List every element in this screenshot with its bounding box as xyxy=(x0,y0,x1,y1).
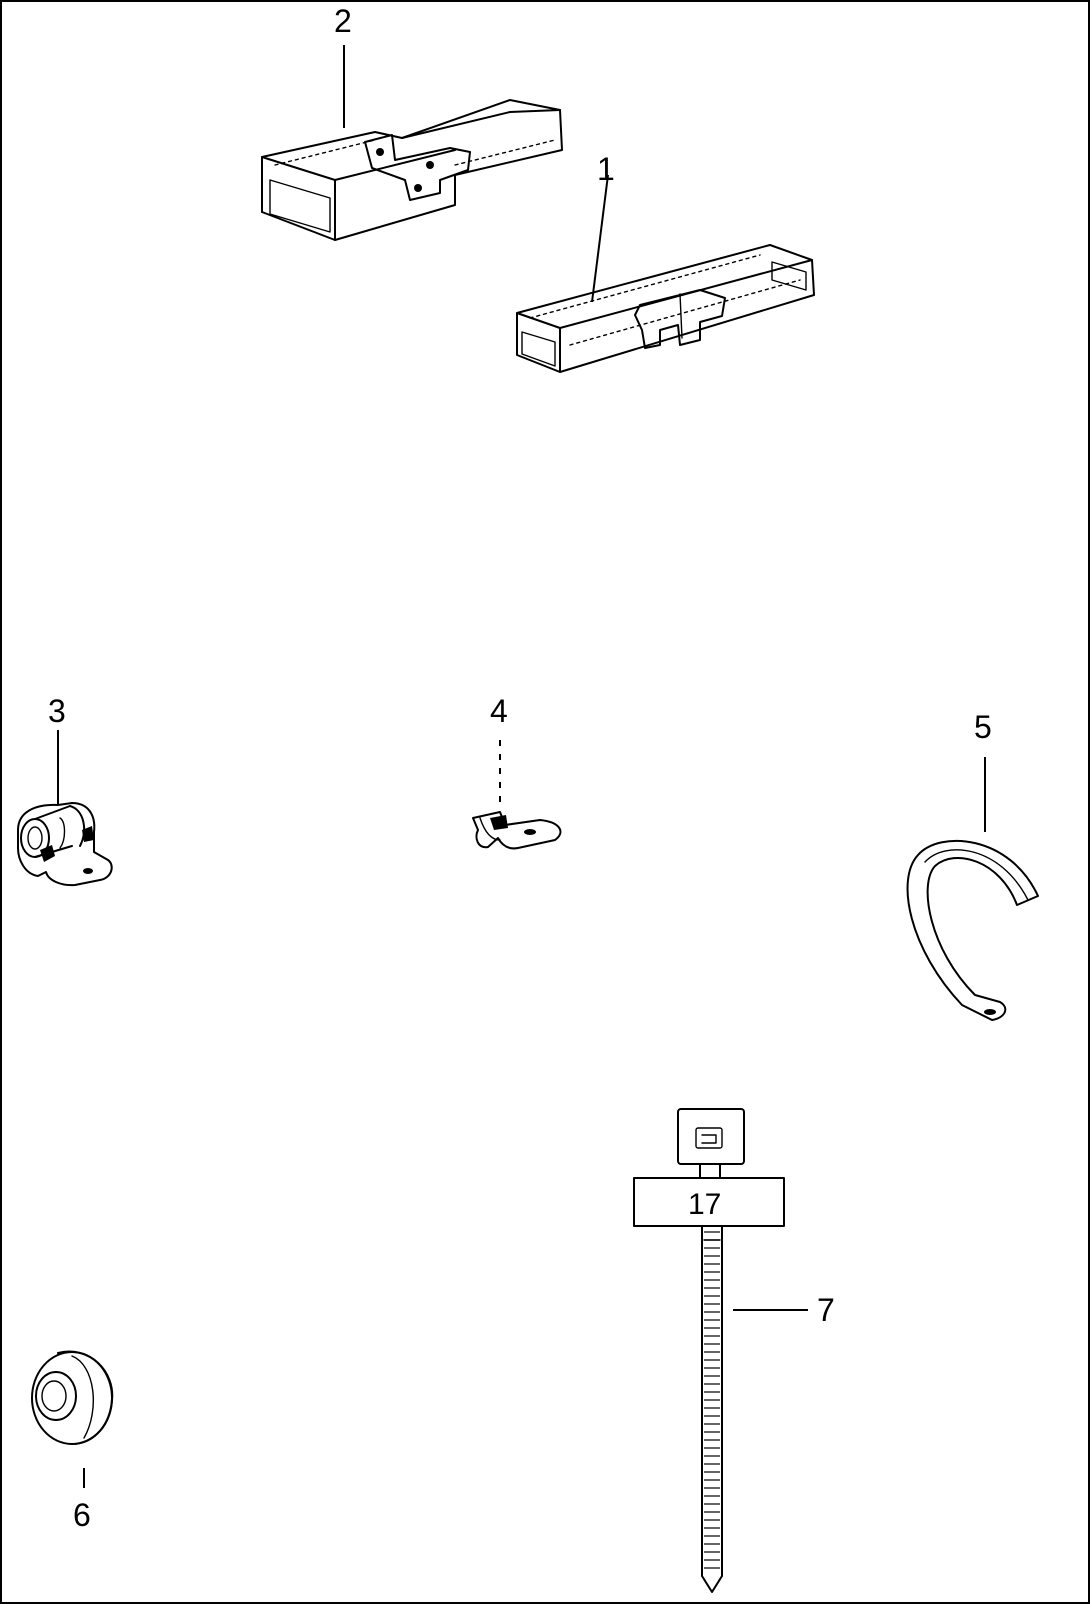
part-4-clip xyxy=(472,811,562,850)
callout-5: 5 xyxy=(974,709,992,745)
part-3-clamp xyxy=(17,802,113,887)
part-1-connector xyxy=(516,244,815,373)
callout-7: 7 xyxy=(817,1292,835,1328)
cable-tie-teeth xyxy=(704,1231,720,1569)
part-5-band-clamp xyxy=(906,839,1039,1021)
callout-3: 3 xyxy=(48,693,66,729)
part-7-cable-tie xyxy=(633,1108,785,1593)
callout-4: 4 xyxy=(490,693,508,729)
callout-1: 1 xyxy=(597,151,615,187)
part-2-connector xyxy=(261,99,563,241)
callout-2: 2 xyxy=(334,3,352,39)
part-6-grommet xyxy=(31,1350,114,1445)
callout-6: 6 xyxy=(73,1497,91,1533)
leader-line-1 xyxy=(591,174,609,303)
cable-tie-tag-number: 17 xyxy=(688,1188,721,1221)
